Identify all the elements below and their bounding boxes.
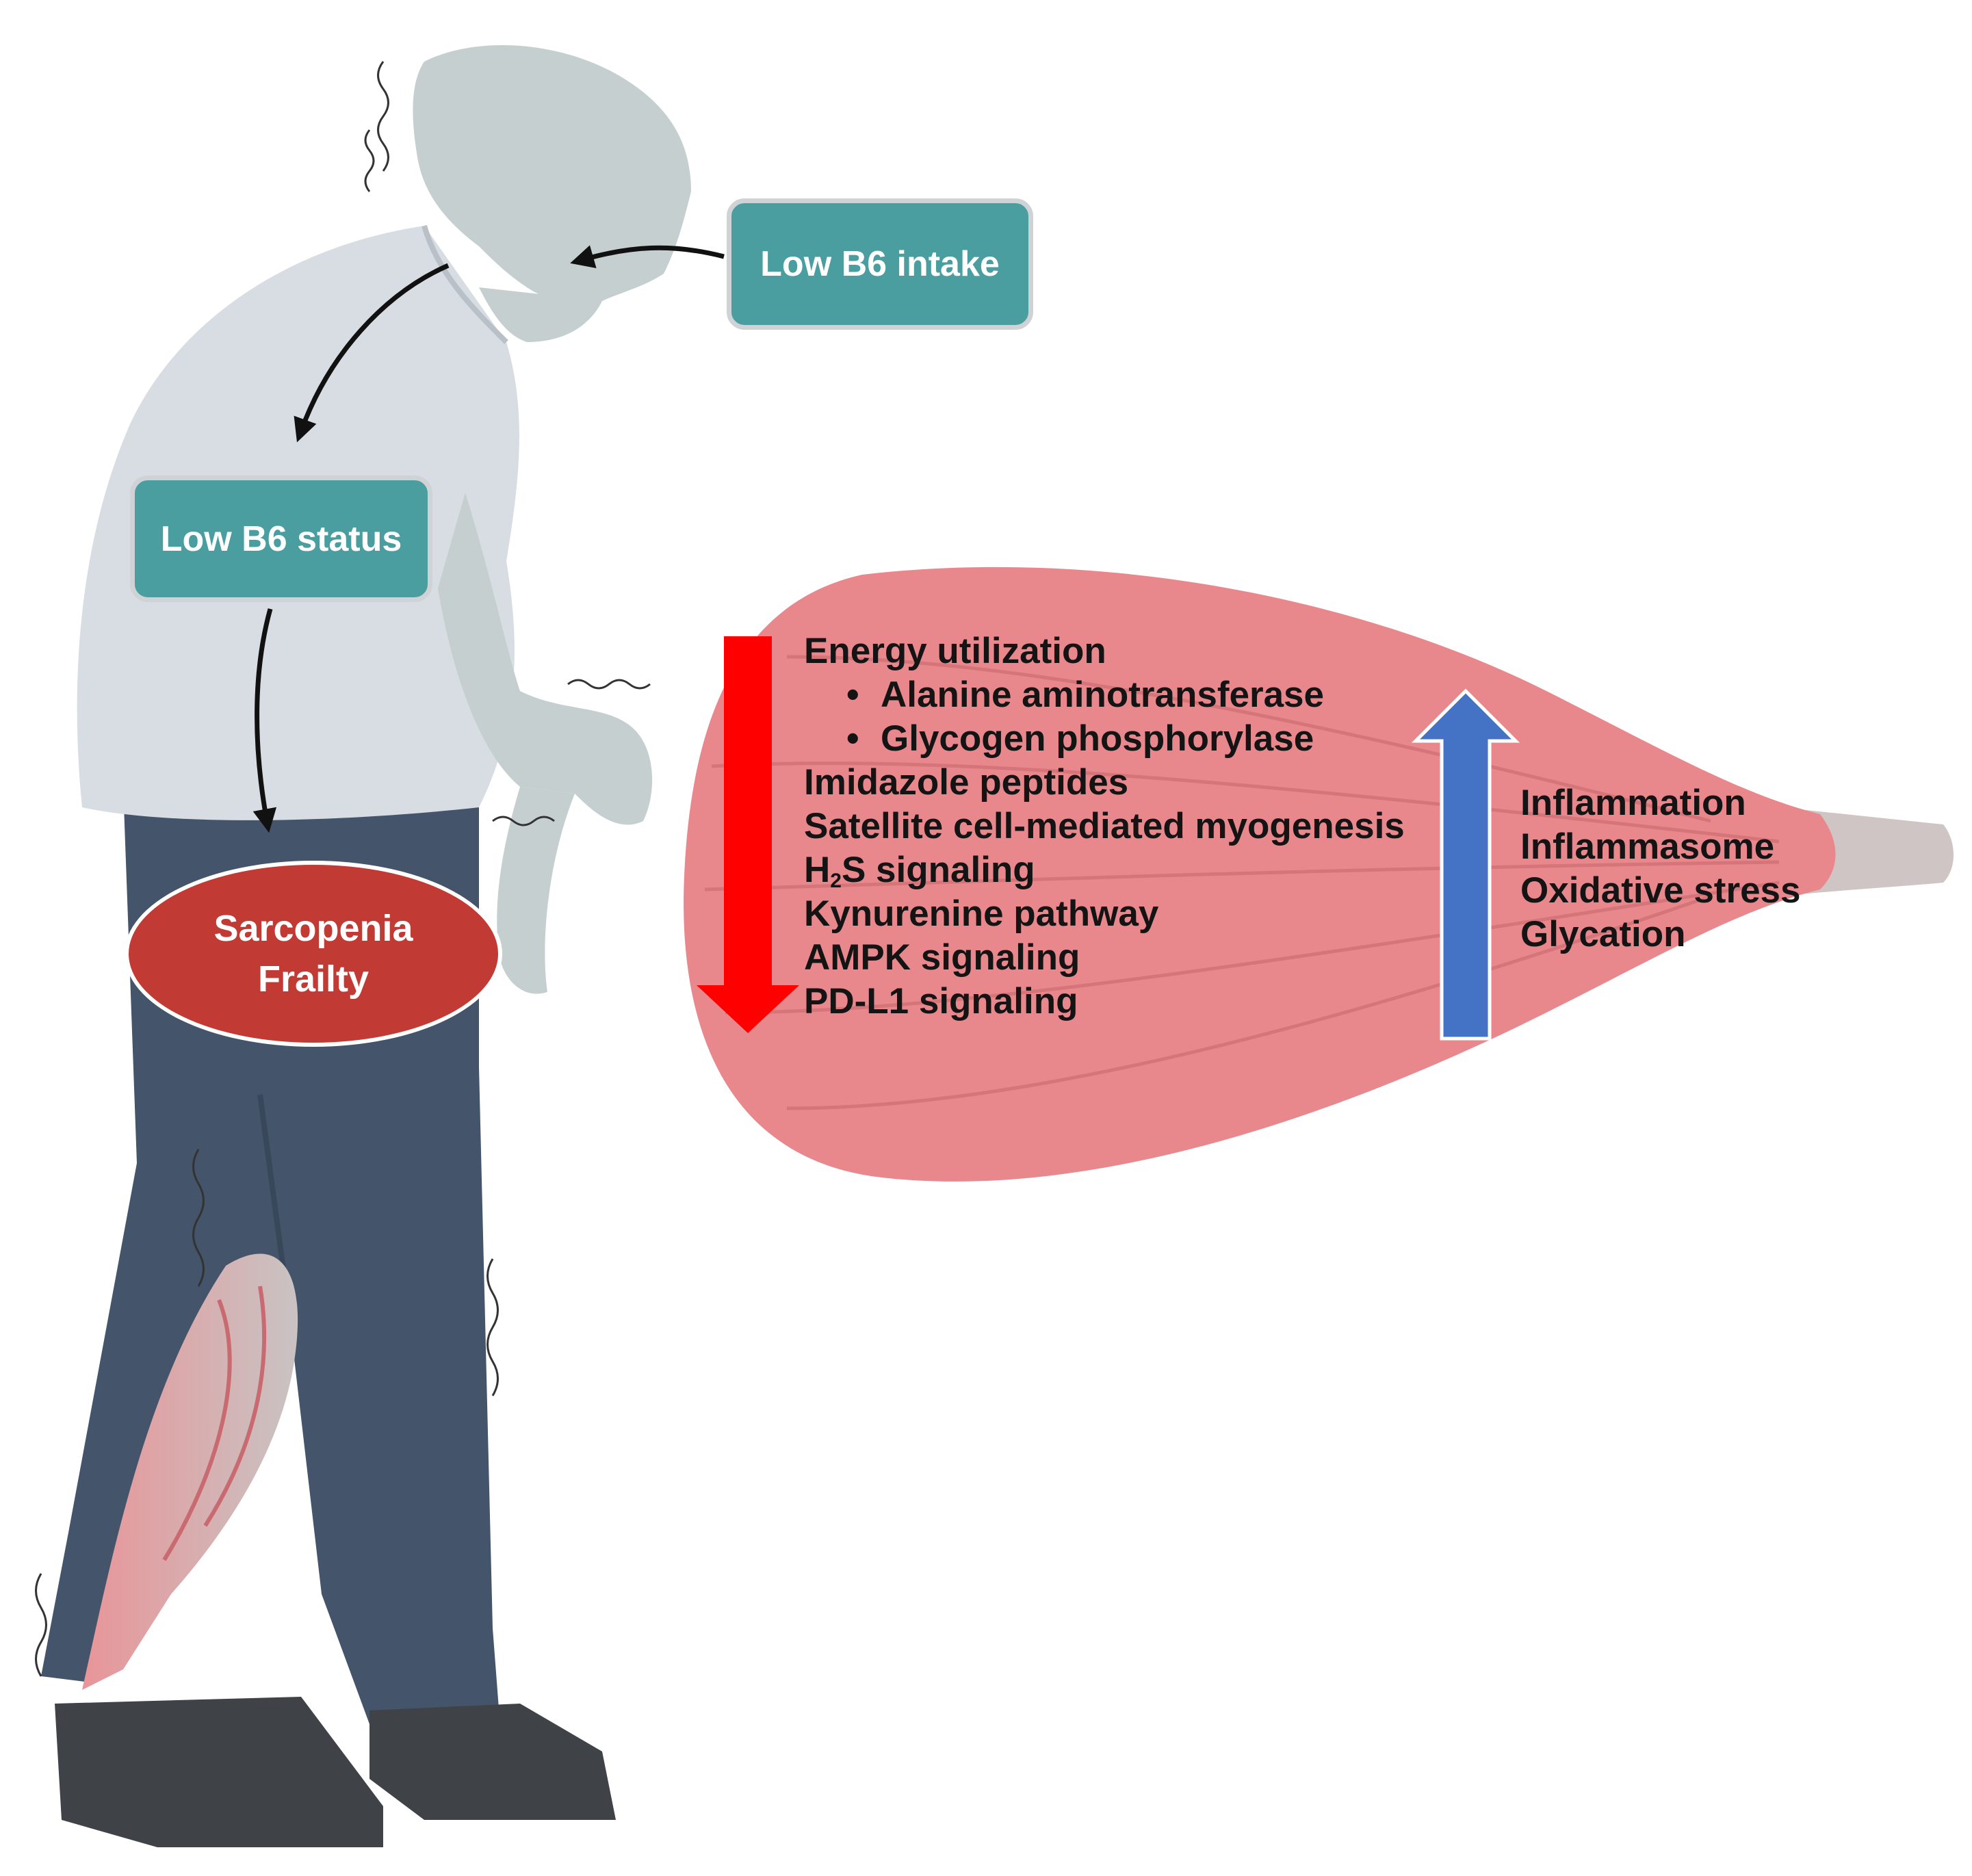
arrow-status-to-outcome (252, 608, 277, 833)
low-b6-status-label: Low B6 status (160, 519, 402, 559)
low-b6-status-box: Low B6 status (130, 475, 432, 602)
decreased-item: Satellite cell-mediated myogenesis (804, 806, 1405, 846)
arrow-intake-to-mouth (570, 245, 725, 269)
sarcopenia-label: Sarcopenia (213, 908, 413, 949)
decreased-item: Imidazole peptides (804, 762, 1129, 803)
increased-item: Inflammasome (1520, 826, 1775, 867)
increased-item: Oxidative stress (1520, 870, 1801, 911)
low-b6-intake-box: Low B6 intake (727, 198, 1033, 330)
decreased-subitem: •Alanine aminotransferase (804, 673, 1405, 717)
shoe-back (369, 1704, 616, 1820)
decreased-item: Energy utilization (804, 631, 1106, 671)
increased-item: Inflammation (1520, 783, 1746, 823)
decreased-item-h2s: H2S signaling (804, 850, 1035, 892)
decreased-list: Energy utilization •Alanine aminotransfe… (804, 629, 1405, 1024)
decreased-item: AMPK signaling (804, 937, 1080, 978)
low-b6-intake-label: Low B6 intake (760, 244, 1000, 284)
frailty-label: Frailty (257, 959, 369, 1000)
head (413, 45, 691, 304)
arrow-to-status (294, 263, 450, 443)
calf-muscle (82, 1253, 298, 1690)
shoe-front (55, 1697, 383, 1847)
increase-arrow (1411, 688, 1520, 1041)
increased-list: Inflammation Inflammasome Oxidative stre… (1520, 781, 1801, 956)
decrease-arrow (697, 636, 799, 1033)
bullet: • (846, 718, 859, 759)
decreased-subitem: •Glycogen phosphorylase (804, 717, 1405, 761)
increased-item: Glycation (1520, 914, 1686, 954)
bullet: • (846, 675, 859, 715)
decreased-item: PD-L1 signaling (804, 981, 1078, 1021)
arm (438, 493, 653, 825)
sarcopenia-frailty-ellipse: Sarcopenia Frailty (125, 861, 502, 1047)
decreased-item: Kynurenine pathway (804, 894, 1159, 934)
muscle-illustration (684, 566, 1954, 1182)
